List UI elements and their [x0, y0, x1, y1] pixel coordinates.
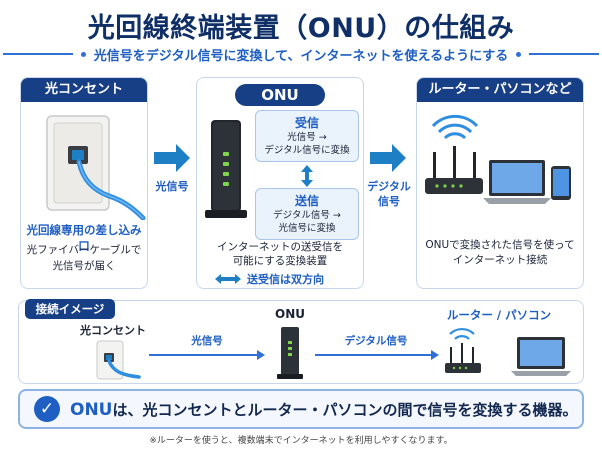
- flow-outlet-icon: [96, 340, 141, 380]
- flow-arrow-1-head: [257, 350, 265, 360]
- up-down-arrow-icon: [301, 165, 313, 187]
- footnote: ※ルーターを使うと、複数端末でインターネットを利用しやすくなります。: [149, 436, 453, 446]
- subtitle-dot-left: [80, 51, 86, 57]
- devices-panel-header: ルーター・パソコンなど: [417, 78, 583, 102]
- outlet-illustration: [46, 115, 146, 220]
- subtitle-divider-left: [2, 53, 73, 55]
- send-title: 送信: [294, 194, 319, 208]
- flow-outlet-label: 光コンセント: [80, 324, 146, 337]
- bidirectional-row: 送受信は双方向: [215, 271, 361, 287]
- summary-text: ONUは、光コンセントとルーター・パソコンの間で信号を変換する機器。: [70, 399, 578, 420]
- outlet-panel-header: 光コンセント: [21, 78, 147, 102]
- flow-devices-label: ルーター / パソコン: [446, 308, 552, 322]
- light-signal-arrow: [154, 144, 190, 172]
- subtitle-divider-right: [529, 53, 600, 55]
- flow-onu-label: ONU: [275, 307, 305, 321]
- digital-signal-arrow-shaft: [370, 152, 392, 164]
- page-title: 光回線終端装置（ONU）の仕組み: [87, 13, 515, 44]
- light-signal-arrow-head: [176, 144, 190, 172]
- onu-panel-header: ONU: [235, 84, 325, 106]
- flow-light-signal-label: 光信号: [191, 335, 223, 347]
- send-line1: デジタル信号 →: [273, 210, 341, 221]
- flow-onu-icon: [277, 327, 303, 379]
- flow-arrow-2-shaft: [315, 354, 431, 356]
- onu-device-icon: [205, 120, 247, 218]
- flow-arrow-1-shaft: [149, 354, 257, 356]
- router-pc-illustration: [425, 114, 571, 204]
- send-box: 送信 デジタル信号 → 光信号に変換: [255, 188, 359, 240]
- subtitle: 光信号をデジタル信号に変換して、インターネットを使えるようにする: [93, 48, 509, 64]
- digital-signal-arrow: [370, 144, 406, 172]
- light-signal-arrow-shaft: [154, 152, 176, 164]
- summary-rest: は、光コンセントとルーター・パソコンの間で信号を変換する機器。: [112, 400, 578, 419]
- subtitle-row: 光信号をデジタル信号に変換して、インターネットを使えるようにする: [0, 44, 602, 64]
- light-signal-label: 光信号: [155, 180, 189, 193]
- outlet-panel: 光コンセント 光回線専用の差し込み口 光ファイバーケーブルで 光信号が届く: [20, 77, 148, 289]
- receive-line2: デジタル信号に変換: [264, 145, 350, 156]
- receive-box: 受信 光信号 → デジタル信号に変換: [255, 110, 359, 162]
- connection-panel-header: 接続イメージ: [25, 299, 115, 319]
- outlet-caption-line2: 光信号が届く: [52, 260, 116, 272]
- devices-panel: ルーター・パソコンなど ONUで変換された信号を使って インターネット接続: [416, 77, 584, 289]
- check-icon: ✓: [34, 396, 60, 422]
- devices-caption-line2: インターネット接続: [452, 254, 548, 266]
- left-right-arrow-icon: [215, 274, 241, 284]
- receive-line1: 光信号 →: [287, 132, 327, 143]
- onu-panel: ONU 受信 光信号 → デジタル信号に変換 送信 デジタル信号 → 光信号に変…: [196, 77, 364, 289]
- devices-caption-line1: ONUで変換された信号を使って: [425, 239, 575, 251]
- outlet-caption-title: 光回線専用の差し込み口: [26, 223, 142, 253]
- digital-signal-label-line2: 信号: [378, 195, 400, 208]
- flow-digital-signal-label: デジタル信号: [344, 335, 408, 347]
- outlet-caption-line1: 光ファイバーケーブルで: [26, 244, 142, 256]
- onu-caption-line1: インターネットの送受信を: [217, 241, 343, 253]
- subtitle-dot-right: [516, 51, 522, 57]
- onu-caption-line2: 可能にする変換装置: [232, 255, 328, 267]
- summary-bar: ✓ ONUは、光コンセントとルーター・パソコンの間で信号を変換する機器。: [18, 389, 584, 429]
- flow-arrow-2-head: [431, 350, 439, 360]
- connection-panel: 接続イメージ 光コンセント 光信号 ONU デジタル信号 ルーター / パソコン: [18, 299, 584, 384]
- flow-arrow-2: [315, 350, 439, 360]
- digital-signal-label-line1: デジタル: [367, 180, 411, 193]
- summary-onu: ONU: [70, 399, 113, 420]
- flow-router-pc-icon: [445, 327, 571, 376]
- bidirectional-label: 送受信は双方向: [247, 273, 324, 286]
- digital-signal-arrow-head: [392, 144, 406, 172]
- flow-arrow-1: [149, 350, 265, 360]
- send-line2: 光信号に変換: [278, 223, 336, 234]
- receive-title: 受信: [294, 116, 319, 130]
